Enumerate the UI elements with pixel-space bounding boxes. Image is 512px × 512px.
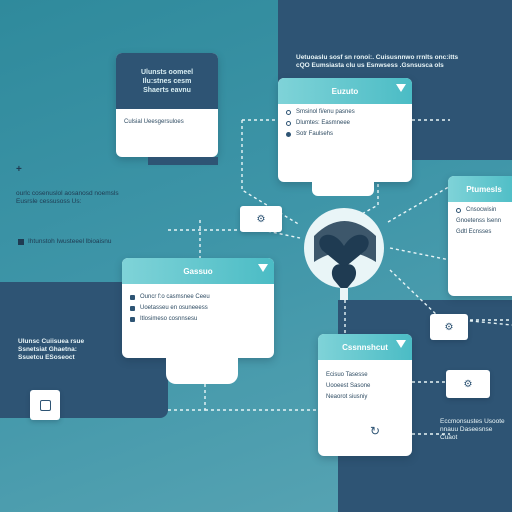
card-top-center-row-3: Sotr Faulsehs [286, 131, 404, 137]
chevron-down-icon [396, 84, 406, 92]
square-icon[interactable] [30, 390, 60, 420]
card-left-center-title: Gassuo [183, 266, 213, 276]
circle-icon [286, 109, 291, 115]
card-top-left-shadow [148, 157, 218, 165]
card-left-center-tab [166, 358, 238, 384]
card-top-left-title-3: Shaerts eavnu [143, 86, 191, 94]
card-right: Ptumesls Cnsocwisin Gnoetenss lsenn Gdtl… [448, 176, 512, 296]
card-right-header: Ptumesls [448, 176, 512, 202]
card-top-center-title: Euzuto [331, 86, 359, 96]
card-bottom-center-title: Cssnnshcut [342, 342, 388, 352]
card-top-center-header: Euzuto [278, 78, 412, 104]
card-left-center-row-2: Uoetasseu en osuneeess [130, 305, 266, 311]
card-top-center-row-1: Smsinol fi/enu pasnes [286, 109, 404, 115]
square-dot-icon [130, 294, 135, 300]
gear-icon[interactable]: ⚙ [240, 206, 282, 232]
circle-icon [456, 207, 461, 213]
card-top-left-row: Culsial Ueesgersuloes [124, 119, 184, 125]
card-top-center: Euzuto Smsinol fi/enu pasnes Dlumtes: Ea… [278, 78, 412, 182]
bottom-right-text: Eccmonsustes Usoote nnauu Daseesnse Cuao… [440, 418, 505, 441]
left-paragraph: ourlc cosenuslol aosanosd noemsls Eusrsl… [16, 190, 119, 205]
card-right-row-2: Gnoetenss lsenn [456, 218, 502, 224]
card-left-center-header: Gassuo [122, 258, 274, 284]
circle-icon [286, 120, 291, 126]
card-top-left-header: Ulunsts oomeel Ilu:stnes cesm Shaerts ea… [116, 53, 218, 109]
card-top-left: Ulunsts oomeel Ilu:stnes cesm Shaerts ea… [116, 53, 218, 157]
left-marker: + [16, 164, 22, 175]
bottom-left-block: Ulunsc Cuiisuea rsue Ssnetsiat Ghaetna: … [18, 338, 85, 361]
card-bottom-center-row-2: Uooeest Sasone [326, 383, 371, 389]
chevron-down-icon [258, 264, 268, 272]
card-bottom-center-header: Cssnnshcut [318, 334, 412, 360]
heart-globe-icon [300, 206, 390, 302]
square-bullet-icon [18, 239, 24, 245]
card-bottom-center-row-3: Neaorot siusniy [326, 394, 368, 400]
card-right-row-1: Cnsocwisin [456, 207, 512, 213]
card-top-left-title-2: Ilu:stnes cesm [142, 77, 192, 85]
card-left-center: Gassuo Ouncr f:o casmsnee Ceeu Uoetasseu… [122, 258, 274, 358]
card-left-center-row-1: Ouncr f:o casmsnee Ceeu [130, 294, 266, 300]
square-dot-icon [130, 316, 135, 322]
card-right-row-3: Gdtl Ecnsses [456, 229, 492, 235]
square-dot-icon [130, 305, 135, 311]
card-left-center-row-3: Itlosimeso cosnnsesu [130, 316, 266, 322]
card-bottom-center-row-1: Ecisuo Tasesse [326, 372, 368, 378]
card-top-center-tab [312, 182, 374, 196]
card-top-center-row-2: Dlumtes: Easmneee [286, 120, 404, 126]
dot-icon [286, 131, 291, 137]
top-right-heading: Uetuoaslu sosf sn ronoi:. Cuisusnnwo rrn… [296, 54, 459, 69]
settings-icon[interactable]: ⚙ [430, 314, 468, 340]
card-right-title: Ptumesls [466, 184, 502, 194]
card-top-left-title-1: Ulunsts oomeel [140, 68, 194, 76]
card-bottom-center: Cssnnshcut Ecisuo Tasesse Uooeest Sasone… [318, 334, 412, 456]
refresh-icon: ↻ [370, 424, 381, 438]
left-label: Ihtunstoh Iwusteeel lbioaisnu [18, 238, 188, 246]
chevron-down-icon [396, 340, 406, 348]
gear-icon[interactable]: ⚙ [446, 370, 490, 398]
